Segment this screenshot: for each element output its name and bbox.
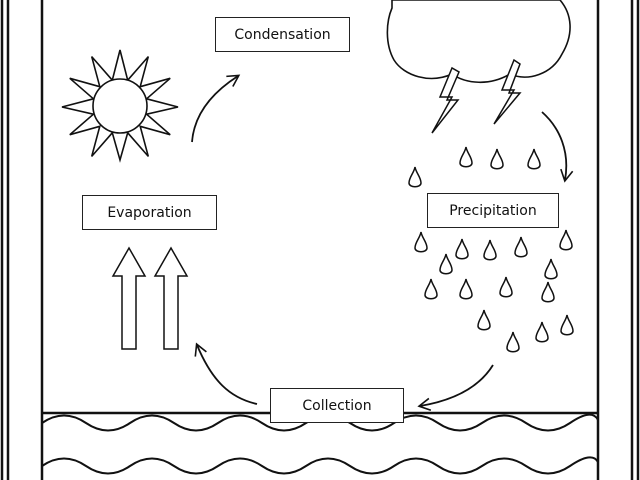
raindrops: [408, 146, 574, 353]
curved-arrow-icon: [191, 74, 241, 143]
raindrop-icon: [483, 239, 497, 261]
curved-arrow-icon: [417, 364, 494, 412]
raindrop-icon: [459, 278, 473, 300]
collection-label: Collection: [270, 388, 404, 423]
raindrop-icon: [408, 166, 422, 188]
raindrop-icon: [477, 309, 491, 331]
raindrop-icon: [541, 281, 555, 303]
raindrop-icon: [459, 146, 473, 168]
raindrop-icon: [514, 236, 528, 258]
wave-icon: [41, 456, 599, 475]
lightning-bolt-icon: [431, 58, 522, 134]
raindrop-icon: [544, 258, 558, 280]
raindrop-icon: [424, 278, 438, 300]
cloud-icon: [386, 0, 571, 84]
evaporation-arrows: [111, 246, 189, 350]
raindrop-icon: [560, 314, 574, 336]
raindrop-icon: [490, 148, 504, 170]
raindrop-icon: [499, 276, 513, 298]
raindrop-icon: [455, 238, 469, 260]
cycle-arrows: [191, 74, 574, 412]
evaporation-label: Evaporation: [82, 195, 217, 230]
curved-arrow-icon: [541, 111, 574, 183]
raindrop-icon: [527, 148, 541, 170]
water-waves: [41, 413, 599, 475]
raindrop-icon: [439, 253, 453, 275]
sun-icon: [61, 49, 179, 163]
raindrop-icon: [506, 331, 520, 353]
up-arrow-icon: [111, 246, 147, 350]
raindrop-icon: [414, 231, 428, 253]
up-arrow-icon: [153, 246, 189, 350]
raindrop-icon: [559, 229, 573, 251]
condensation-label: Condensation: [215, 17, 350, 52]
precipitation-label: Precipitation: [427, 193, 559, 228]
curved-arrow-icon: [194, 342, 258, 405]
raindrop-icon: [535, 321, 549, 343]
